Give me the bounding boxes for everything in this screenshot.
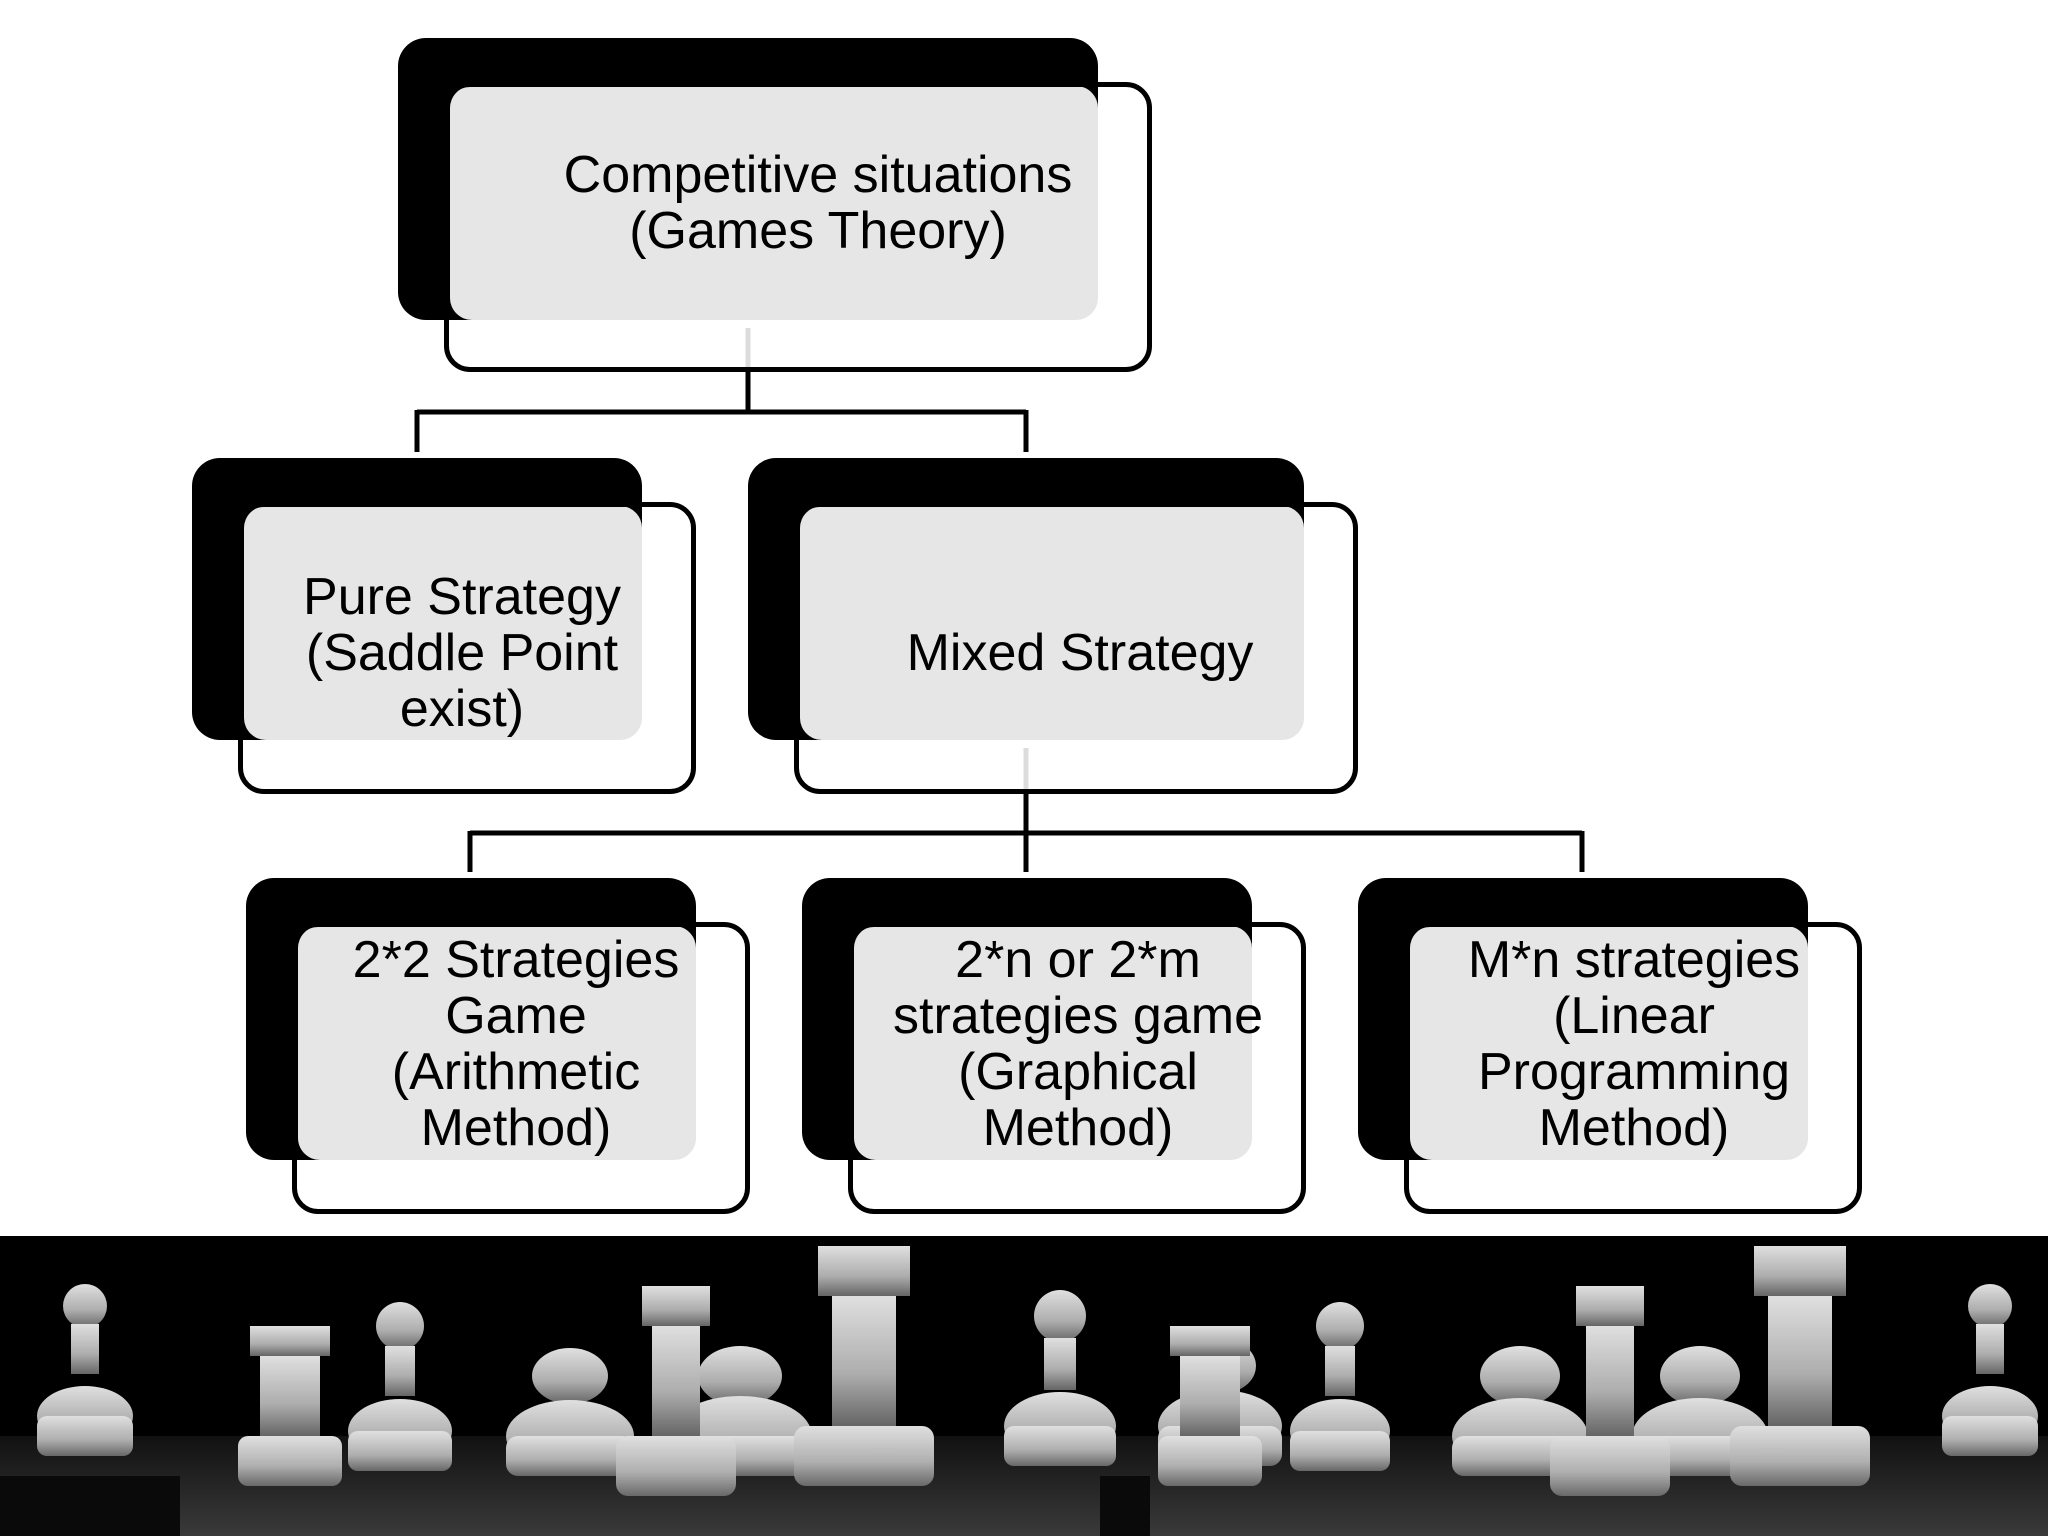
node-label: 2*n or 2*m strategies game (Graphical Me… xyxy=(893,931,1263,1157)
node-pure-strategy: Pure Strategy (Saddle Point exist) xyxy=(192,458,696,794)
node-fill xyxy=(450,86,1098,320)
node-2xn-strategies: 2*n or 2*m strategies game (Graphical Me… xyxy=(802,878,1306,1214)
node-fill xyxy=(800,506,1304,740)
node-border xyxy=(444,82,1152,372)
node-label: 2*2 Strategies Game (Arithmetic Method) xyxy=(352,931,680,1157)
node-fill xyxy=(244,506,642,740)
node-border xyxy=(794,502,1358,794)
node-fill xyxy=(854,926,1252,1160)
node-border xyxy=(1404,922,1862,1214)
node-label: Mixed Strategy xyxy=(906,624,1254,682)
node-border xyxy=(238,502,696,794)
chess-pieces-image xyxy=(0,1236,2048,1536)
node-label: M*n strategies (Linear Programming Metho… xyxy=(1467,931,1801,1157)
node-label: Competitive situations (Games Theory) xyxy=(563,146,1073,260)
node-mixed-strategy: Mixed Strategy xyxy=(748,458,1358,794)
node-2x2-strategies: 2*2 Strategies Game (Arithmetic Method) xyxy=(246,878,750,1214)
node-border xyxy=(848,922,1306,1214)
node-mxn-strategies: M*n strategies (Linear Programming Metho… xyxy=(1358,878,1862,1214)
node-border xyxy=(292,922,750,1214)
node-fill xyxy=(1410,926,1808,1160)
chess-pieces-illustration xyxy=(0,1246,2048,1536)
node-label: Pure Strategy (Saddle Point exist) xyxy=(303,568,621,738)
hierarchy-connectors xyxy=(414,328,1585,872)
node-competitive-situations: Competitive situations (Games Theory) xyxy=(398,38,1152,372)
node-fill xyxy=(298,926,696,1160)
